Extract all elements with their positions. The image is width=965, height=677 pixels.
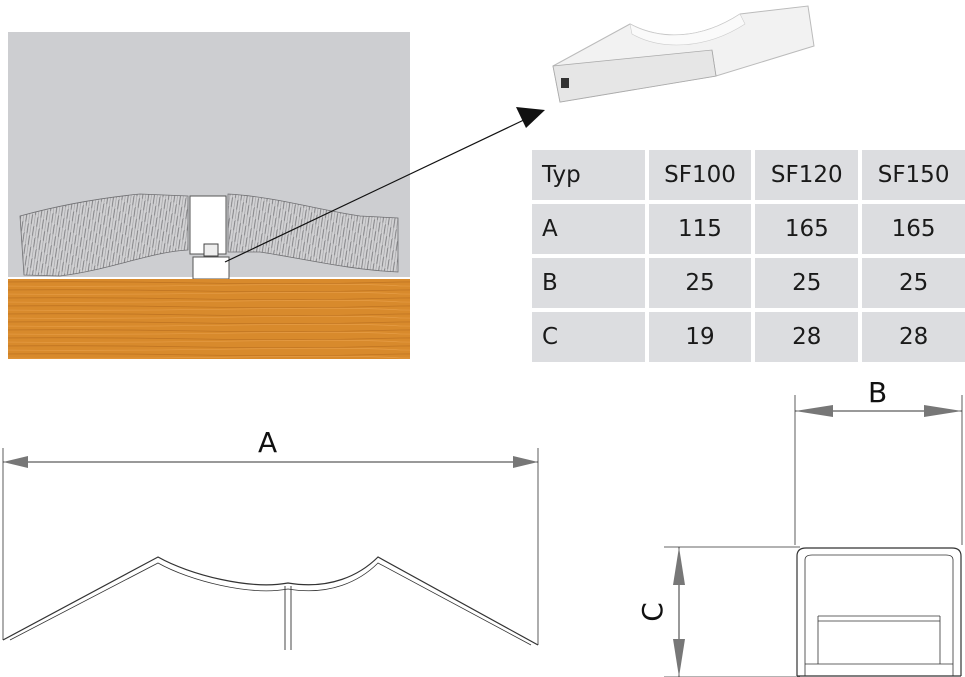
floor-foot-block — [192, 256, 230, 280]
table-header-row: Typ SF100 SF120 SF150 — [532, 150, 965, 204]
dimension-label-b: B — [868, 376, 887, 409]
table-cell: 115 — [648, 204, 756, 258]
table-cell: 28 — [862, 312, 965, 362]
table-cell: 165 — [862, 204, 965, 258]
table-cell: 25 — [648, 258, 756, 312]
carrier-clip — [203, 243, 219, 257]
table-cell: 165 — [755, 204, 863, 258]
table-row: A 115 165 165 — [532, 204, 965, 258]
table-cell: 28 — [755, 312, 863, 362]
table-cell: 25 — [862, 258, 965, 312]
table-header-cell: Typ — [532, 150, 649, 204]
table-row: B 25 25 25 — [532, 258, 965, 312]
table-cell: 19 — [648, 312, 756, 362]
table-cell: C — [532, 312, 649, 362]
side-view-drawing — [664, 395, 963, 677]
dimension-label-a: A — [258, 426, 277, 459]
wooden-floor — [8, 279, 410, 359]
spec-table: Typ SF100 SF120 SF150 A 115 165 165 B 25… — [532, 150, 965, 362]
foot-product-render — [552, 5, 815, 103]
table-header-cell: SF120 — [755, 150, 863, 204]
dimension-label-c: C — [636, 602, 669, 622]
table-header-cell: SF150 — [862, 150, 965, 204]
front-view-drawing — [2, 448, 539, 650]
table-row: C 19 28 28 — [532, 312, 965, 362]
brush-strip-right — [227, 193, 399, 273]
table-cell: 25 — [755, 258, 863, 312]
brush-strip-left — [19, 193, 189, 277]
pointer-arrowhead — [516, 107, 545, 128]
table-cell: A — [532, 204, 649, 258]
pointer-line — [224, 117, 529, 263]
table-cell: B — [532, 258, 649, 312]
table-header-cell: SF100 — [648, 150, 756, 204]
